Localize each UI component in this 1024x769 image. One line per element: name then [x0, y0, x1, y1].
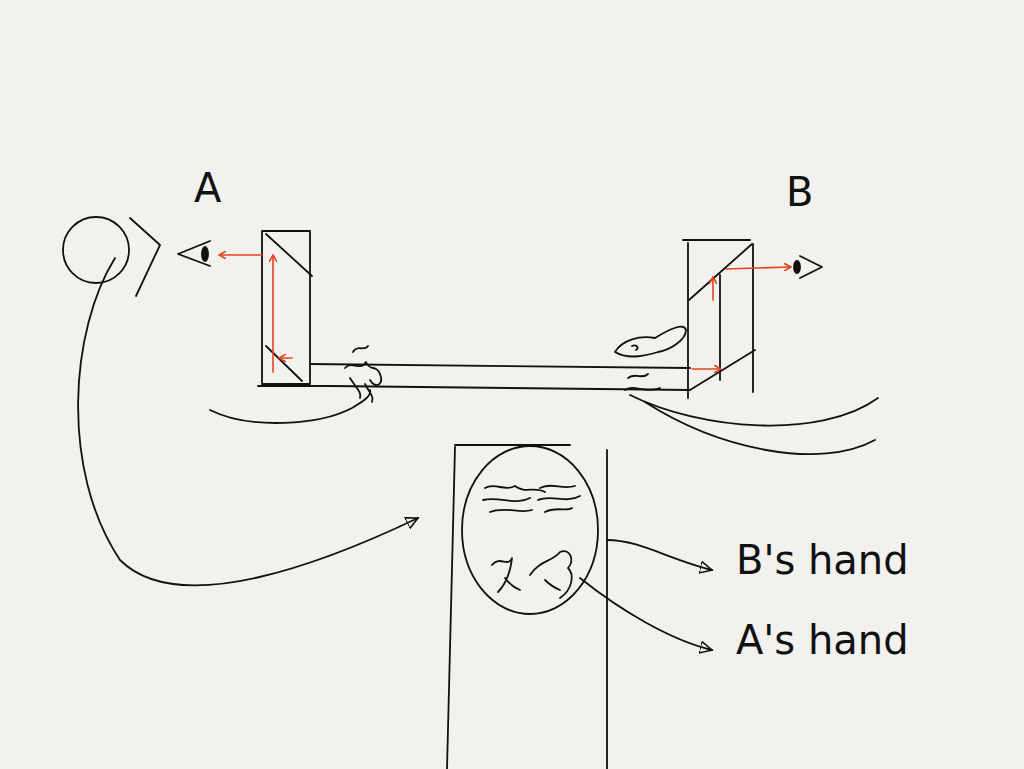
view-arrow [78, 258, 418, 585]
mirror-box [719, 275, 721, 380]
mirror [690, 350, 755, 390]
tube-edge [258, 385, 330, 387]
mirror [689, 244, 752, 300]
inset-view [462, 446, 598, 614]
pupil [202, 247, 208, 261]
leader-line [607, 540, 712, 570]
leader-line [580, 578, 712, 650]
light-ray [272, 256, 274, 372]
mirror-box [752, 244, 754, 392]
inset-frame [455, 444, 570, 446]
pupil [794, 261, 800, 273]
light-ray [280, 357, 292, 359]
head [63, 217, 129, 283]
a-hand [492, 558, 520, 592]
arm [210, 390, 370, 423]
mirror [266, 346, 302, 381]
light-ray [220, 254, 262, 256]
mirror-box [262, 231, 310, 384]
light-ray [726, 267, 790, 269]
a-hand [530, 551, 572, 598]
light-ray [712, 278, 714, 300]
mirror-box [683, 239, 750, 241]
hand [625, 374, 660, 390]
inset-frame [447, 447, 455, 769]
light-ray [692, 368, 720, 370]
b-hand [483, 486, 545, 512]
hand-label: B's hand [736, 540, 909, 580]
eye [178, 241, 210, 266]
b-hand [538, 486, 580, 512]
arm [645, 402, 875, 454]
person-label: A [194, 168, 221, 208]
hand [345, 346, 381, 402]
mirror-box [687, 243, 689, 398]
inset-frame [606, 450, 608, 769]
hand [615, 327, 686, 357]
face [130, 218, 160, 296]
person-label: B [786, 172, 813, 212]
eye [800, 256, 822, 278]
arm [630, 395, 878, 426]
hand-label: A's hand [736, 620, 909, 660]
